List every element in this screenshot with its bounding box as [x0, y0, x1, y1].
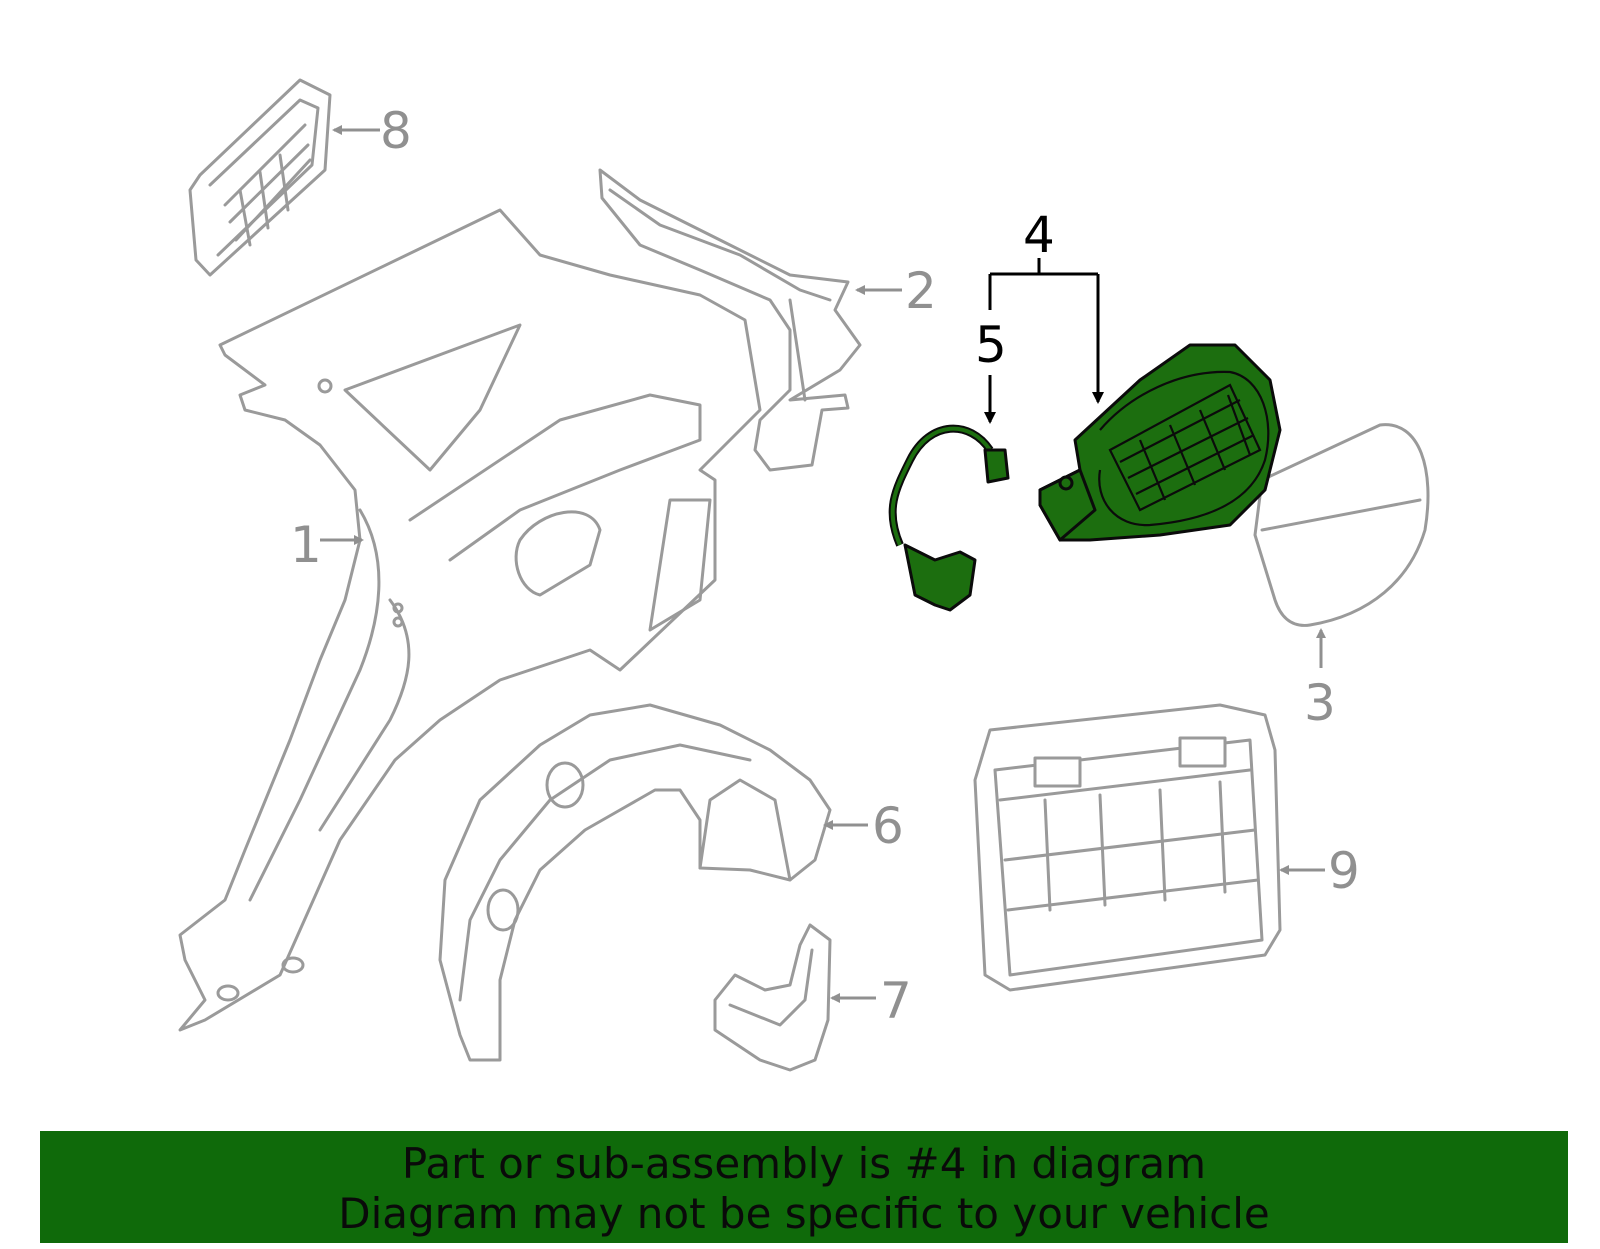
part-8-vent [188, 78, 332, 277]
callout-7: 7 [880, 972, 912, 1030]
callout-6: 6 [872, 797, 904, 855]
part-5-actuator [888, 424, 1010, 612]
part-1-quarter-panel [178, 208, 762, 1032]
callout-5: 5 [975, 316, 1007, 374]
banner-line-2: Diagram may not be specific to your vehi… [338, 1189, 1270, 1238]
callout-4: 4 [1023, 206, 1055, 264]
callout-3: 3 [1304, 674, 1336, 732]
callout-9: 9 [1328, 842, 1360, 900]
part-4-fuel-door-assembly [1038, 343, 1282, 542]
leader-lines [320, 125, 1326, 1003]
part-6-wheel-liner [438, 703, 832, 1062]
part-9-filler-housing [973, 703, 1282, 992]
part-3-fuel-lid [1253, 423, 1430, 627]
callout-2: 2 [905, 262, 937, 320]
info-banner: Part or sub-assembly is #4 in diagram Di… [40, 1131, 1568, 1243]
banner-line-1: Part or sub-assembly is #4 in diagram [401, 1139, 1207, 1188]
part-7-mud-flap [713, 923, 832, 1072]
part-2-pillar [598, 168, 862, 472]
callout-8: 8 [380, 102, 412, 160]
callout-1: 1 [290, 516, 322, 574]
